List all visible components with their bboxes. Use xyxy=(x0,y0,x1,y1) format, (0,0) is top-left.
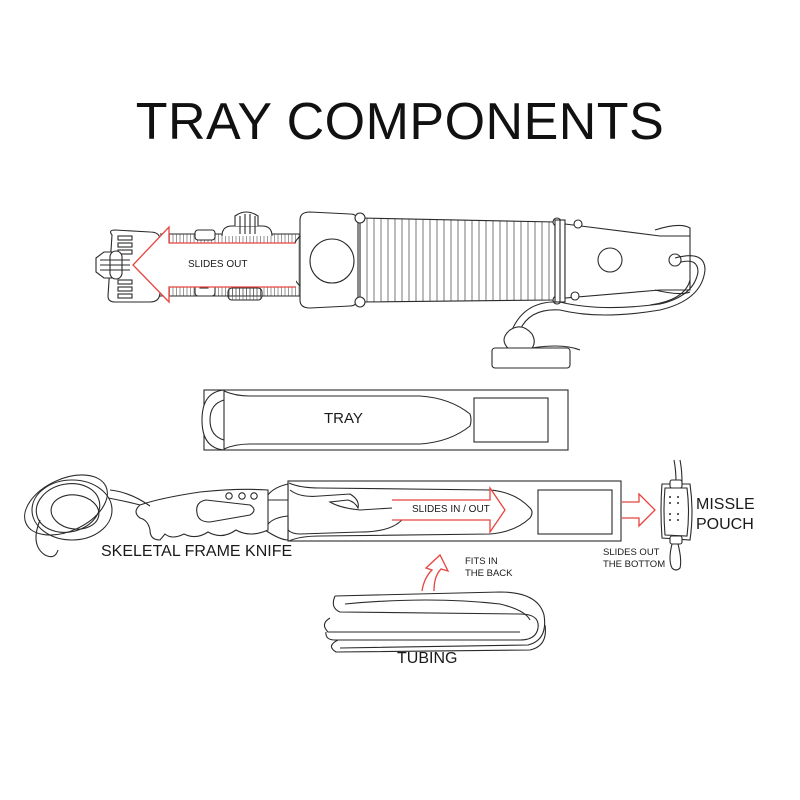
slides-out-bottom-line2: THE BOTTOM xyxy=(603,559,666,570)
fits-in-back-label: FITS IN THE BACK xyxy=(465,556,513,580)
slides-out-arrow xyxy=(132,225,296,304)
fits-in-back-line2: THE BACK xyxy=(465,568,513,579)
slides-in-out-label: SLIDES IN / OUT xyxy=(412,504,490,515)
slides-out-bottom-line1: SLIDES OUT xyxy=(603,547,660,558)
tray-drawing xyxy=(201,389,569,451)
tubing-drawing xyxy=(323,591,546,653)
slides-in-out-arrow xyxy=(392,485,506,535)
fits-in-back-arrow xyxy=(421,553,450,592)
skeletal-frame-knife-label: SKELETAL FRAME KNIFE xyxy=(101,543,293,560)
fits-in-back-line1: FITS IN xyxy=(465,556,498,567)
slides-out-label: SLIDES OUT xyxy=(188,259,248,270)
slides-out-bottom-label: SLIDES OUT THE BOTTOM xyxy=(603,547,665,571)
missle-pouch-label: MISSLE POUCH xyxy=(696,495,755,535)
slides-out-bottom-arrow xyxy=(622,492,656,528)
handle-assembly xyxy=(95,211,706,369)
page-title: TRAY COMPONENTS xyxy=(135,93,665,151)
missle-pouch-drawing xyxy=(660,459,693,571)
missle-pouch-line1: MISSLE xyxy=(696,496,755,513)
tray-label: TRAY xyxy=(324,410,363,427)
missle-pouch-line2: POUCH xyxy=(696,516,754,533)
tubing-label: TUBING xyxy=(397,650,458,667)
